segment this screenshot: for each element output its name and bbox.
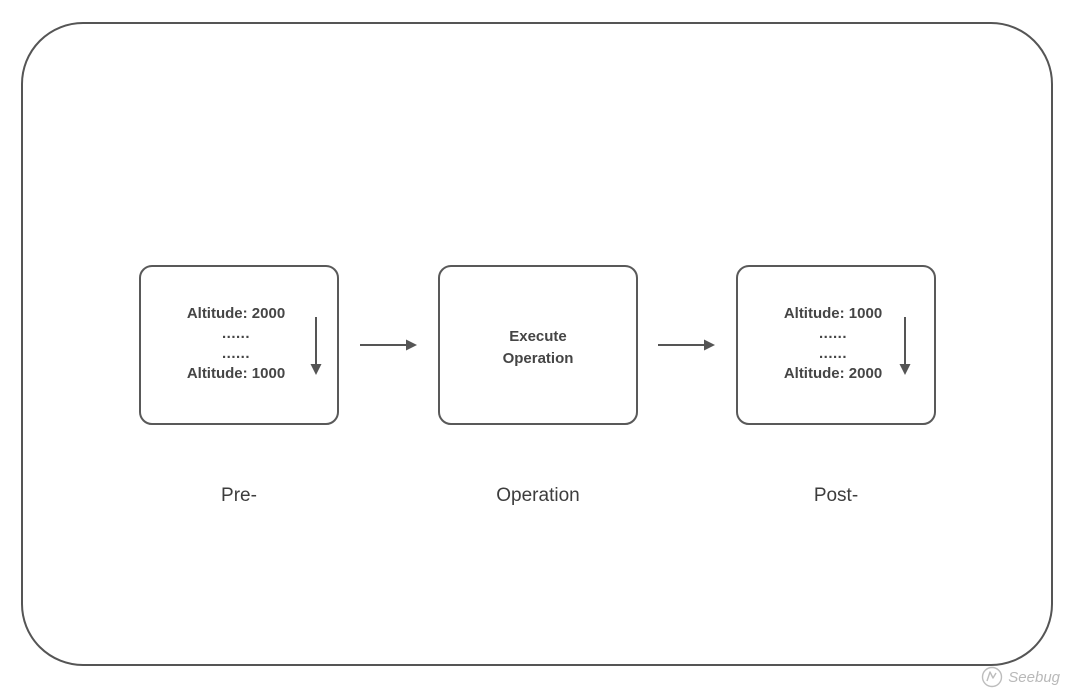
operation-line-1: Execute [509, 328, 567, 345]
post-stage-text: Altitude: 1000 ...... ...... Altitude: 2… [778, 304, 888, 384]
operation-caption: Operation [496, 485, 580, 506]
down-arrow-icon [899, 317, 911, 375]
down-arrow-icon [310, 317, 322, 375]
pre-stage-box: Altitude: 2000 ...... ...... Altitude: 1… [139, 265, 339, 425]
pre-line-1: Altitude: 2000 [186, 305, 286, 322]
post-caption: Post- [813, 485, 859, 506]
post-line-1: Altitude: 1000 [783, 305, 883, 322]
pre-line-2: ...... [221, 325, 250, 342]
pre-line-3: ...... [221, 345, 250, 362]
post-stage-box: Altitude: 1000 ...... ...... Altitude: 2… [736, 265, 936, 425]
operation-stage-text: Execute Operation [440, 326, 636, 370]
pre-stage-text: Altitude: 2000 ...... ...... Altitude: 1… [181, 304, 291, 384]
seebug-watermark: Seebug [979, 665, 1060, 689]
operation-stage-box: Execute Operation [438, 265, 638, 425]
operation-line-2: Operation [502, 350, 574, 367]
pre-caption: Pre- [221, 485, 257, 506]
seebug-logo-icon [982, 666, 1003, 688]
pre-line-4: Altitude: 1000 [186, 365, 286, 382]
right-arrow-icon [658, 339, 715, 351]
right-arrow-icon [360, 339, 417, 351]
outer-frame [21, 22, 1053, 666]
post-line-4: Altitude: 2000 [783, 365, 883, 382]
post-line-3: ...... [818, 345, 847, 362]
watermark-text: Seebug [1008, 668, 1060, 686]
post-line-2: ...... [818, 325, 847, 342]
